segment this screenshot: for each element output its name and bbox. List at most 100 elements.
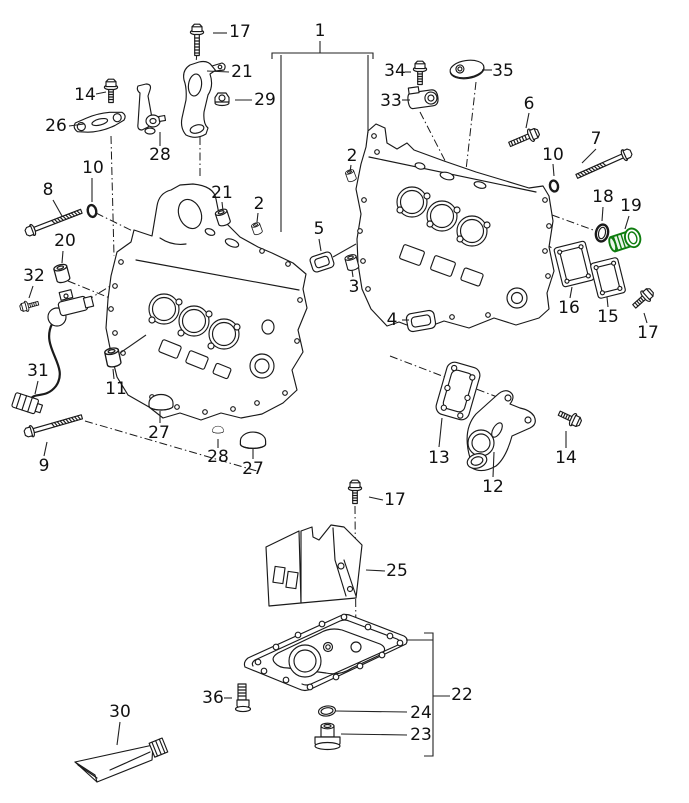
callout-21[interactable]: 21 [211,183,233,203]
gasket-bolt-holes [254,613,404,691]
bolt-holes-left [108,248,303,415]
leader-line-18 [601,206,604,222]
callout-3[interactable]: 3 [349,277,360,297]
leader-line-7 [581,148,597,164]
callout-6[interactable]: 6 [524,94,535,114]
o-ring-18 [594,223,610,243]
crankcase-half-right [355,123,555,331]
callout-5[interactable]: 5 [314,219,325,239]
o-rings [86,179,610,717]
callout-10[interactable]: 10 [542,145,564,165]
leader-line-6 [525,112,530,129]
leader-line-17 [368,496,384,501]
callout-29[interactable]: 29 [254,90,276,110]
callout-31[interactable]: 31 [27,361,49,381]
leader-line-21 [221,201,224,212]
screw-36 [234,683,252,713]
leader-line-31 [34,380,39,395]
callout-10[interactable]: 10 [82,158,104,178]
gasket-5 [309,251,335,273]
callout-33[interactable]: 33 [380,91,402,111]
callout-13[interactable]: 13 [428,448,450,468]
cover-plate-35 [449,59,485,80]
callout-22[interactable]: 22 [451,685,473,705]
mount-bracket-top [180,60,226,138]
callout-2[interactable]: 2 [254,194,265,214]
callout-28[interactable]: 28 [207,447,229,467]
callout-17[interactable]: 17 [637,323,659,343]
callout-27[interactable]: 27 [148,423,170,443]
leader-line-11 [112,368,115,380]
leader-line-2 [349,164,352,173]
leader-line-32 [28,285,34,299]
leader-line-11 [119,334,147,354]
crankshaft-sensor-31 [11,289,95,415]
callout-16[interactable]: 16 [558,298,580,318]
callout-26[interactable]: 26 [45,116,67,136]
leader-line-5 [318,238,322,252]
callout-21[interactable]: 21 [231,62,253,82]
bolt-holes-right [357,133,552,325]
callout-19[interactable]: 19 [620,196,642,216]
callout-11[interactable]: 11 [105,379,127,399]
leader-line-3 [351,269,354,278]
cylinder-bores-right [396,186,488,247]
callout-8[interactable]: 8 [43,180,54,200]
leader-line-19 [624,215,630,230]
leader-line-17 [643,312,648,324]
leader-line-12 [492,451,495,478]
holder-bracket-28 [136,83,167,135]
callout-2[interactable]: 2 [347,146,358,166]
cover-15 [590,257,626,299]
o-ring-10-left [86,203,98,219]
callout-27[interactable]: 27 [242,459,264,479]
callout-25[interactable]: 25 [386,561,408,581]
leader-line-26 [68,123,85,127]
callout-18[interactable]: 18 [592,187,614,207]
o-ring-24 [317,705,337,717]
callout-34[interactable]: 34 [384,61,406,81]
callout-35[interactable]: 35 [492,61,514,81]
callout-32[interactable]: 32 [23,266,45,286]
callout-9[interactable]: 9 [39,456,50,476]
drain-plug-23 [314,722,341,751]
gasket-4 [405,309,437,333]
leader-line-30 [116,721,121,746]
leader-line-22 [424,632,434,757]
leader-line-21 [206,70,230,73]
crankcase-half-left [105,183,308,421]
callout-1[interactable]: 1 [315,21,326,41]
leader-line-1 [271,52,374,59]
leader-line-20 [61,250,64,264]
leader-line-5 [332,243,357,258]
leader-line-25 [365,569,386,572]
callout-28[interactable]: 28 [149,145,171,165]
gasket-13 [435,361,481,421]
callout-20[interactable]: 20 [54,231,76,251]
callout-17[interactable]: 17 [384,490,406,510]
callout-17[interactable]: 17 [229,22,251,42]
oil-baffle-25 [265,524,363,607]
callout-15[interactable]: 15 [597,307,619,327]
leader-line-10 [552,163,555,177]
leader-line-14 [95,91,107,95]
sealing-plug-19-highlighted[interactable] [607,226,643,254]
callout-36[interactable]: 36 [202,688,224,708]
callout-23[interactable]: 23 [410,725,432,745]
callout-14[interactable]: 14 [74,85,96,105]
callout-24[interactable]: 24 [410,703,432,723]
callout-14[interactable]: 14 [555,448,577,468]
callout-30[interactable]: 30 [109,702,131,722]
callout-7[interactable]: 7 [591,129,602,149]
callout-4[interactable]: 4 [387,310,398,330]
bearing-bracket-12 [466,390,536,472]
o-ring-10-right [548,179,560,193]
oil-pan-gasket [243,613,408,692]
sealant-tube-30 [74,737,169,783]
callout-12[interactable]: 12 [482,477,504,497]
leader-line-15 [606,296,609,308]
leader-line-24 [335,710,408,713]
